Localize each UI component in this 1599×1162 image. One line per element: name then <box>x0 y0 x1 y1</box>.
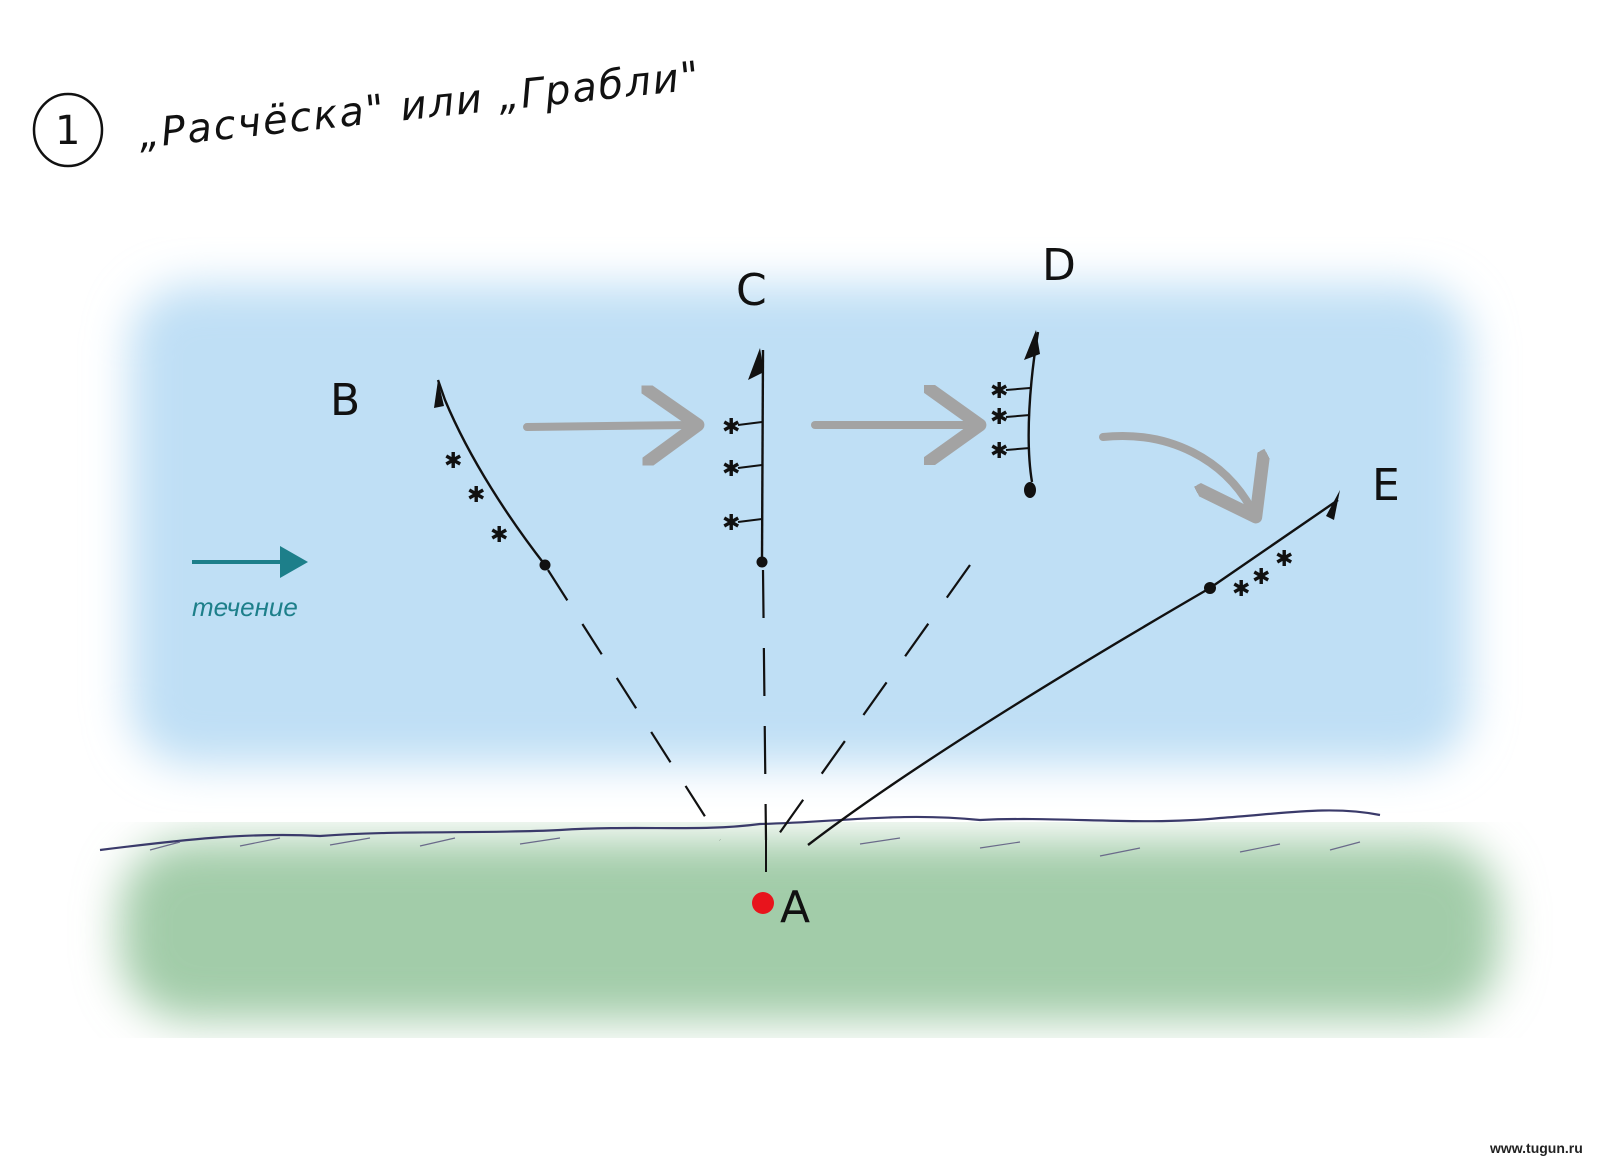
rig-d: ✱ ✱ ✱ <box>990 330 1040 498</box>
title-text: „Расчёска" или „Грабли" <box>136 53 703 158</box>
sinker-d <box>1024 482 1036 498</box>
rig-c: ✱ ✱ ✱ <box>722 348 768 568</box>
title-number-circle <box>32 92 104 168</box>
title-number: 1 <box>55 108 80 154</box>
rig-e: ✱ ✱ ✱ <box>1204 490 1340 602</box>
label-a: A <box>780 882 810 933</box>
line-a-to-e <box>807 586 1211 846</box>
hook-c-2: ✱ <box>722 457 740 482</box>
arrow-d-to-e <box>1099 432 1252 510</box>
water-area <box>130 285 1470 765</box>
point-a-dot <box>752 892 774 914</box>
hook-d-2: ✱ <box>990 405 1008 430</box>
hook-d-1: ✱ <box>990 379 1008 404</box>
sinker-e <box>1204 582 1216 594</box>
hook-b-2: ✱ <box>467 483 485 508</box>
label-b: B <box>330 375 360 426</box>
shoreline <box>99 809 1381 852</box>
line-a-to-d <box>775 564 971 839</box>
label-d: D <box>1042 240 1076 291</box>
hook-e-2: ✱ <box>1252 565 1270 590</box>
hook-c-1: ✱ <box>722 415 740 440</box>
title: 1 „Расчёска" или „Грабли" <box>32 53 703 168</box>
bank-area <box>120 840 1500 1020</box>
label-e: E <box>1372 460 1400 511</box>
sinker-c <box>756 556 768 568</box>
rig-b: ✱ ✱ ✱ <box>434 379 551 571</box>
label-c: C <box>736 265 767 316</box>
sinker-b <box>539 559 551 571</box>
hook-d-3: ✱ <box>990 439 1008 464</box>
hook-e-1: ✱ <box>1232 577 1250 602</box>
hook-e-3: ✱ <box>1275 547 1293 572</box>
watermark: www.tugun.ru <box>1489 1140 1583 1156</box>
current-label: течение <box>192 592 298 622</box>
shoreline-hatching <box>149 837 1361 857</box>
hook-b-3: ✱ <box>490 523 508 548</box>
line-a-to-c <box>761 569 768 841</box>
line-a-to-b <box>547 569 721 841</box>
hook-c-3: ✱ <box>722 511 740 536</box>
hook-b-1: ✱ <box>444 449 462 474</box>
arrow-b-to-c <box>523 425 690 427</box>
